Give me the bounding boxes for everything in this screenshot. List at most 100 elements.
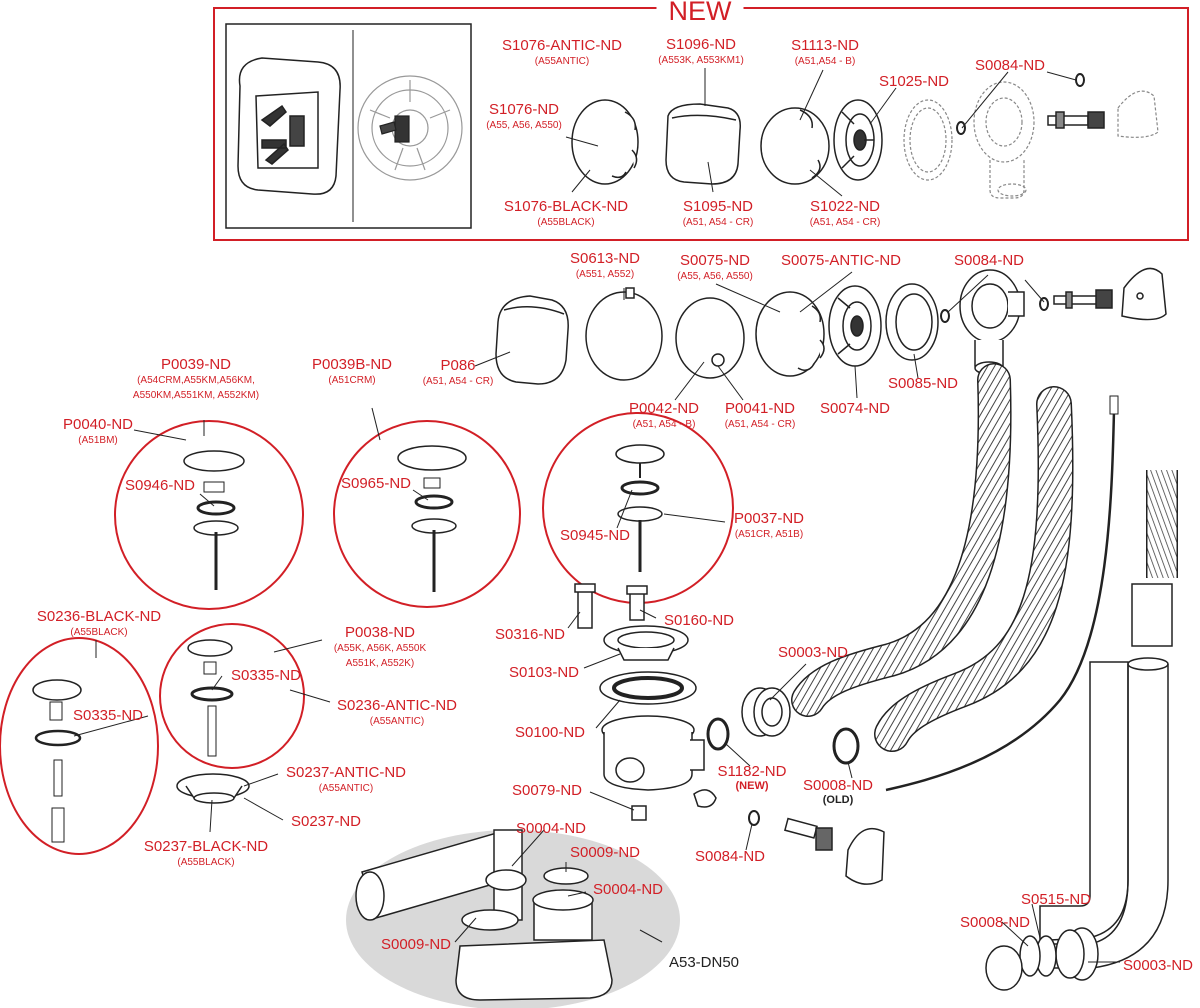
label-s0079: S0079-ND [511, 782, 583, 799]
new-banner: NEW [656, 0, 744, 27]
part-dashed-plate-top [1117, 90, 1159, 138]
label-s1022: S1022-ND [809, 198, 881, 215]
label-p0039: P0039-ND [160, 356, 232, 373]
label-s0335-a: S0335-ND [230, 667, 302, 684]
sub-s0236-antic: (A55ANTIC) [369, 716, 425, 727]
part-s0085-gasket [885, 283, 939, 361]
sub-p0039b: (A51CRM) [328, 375, 376, 386]
sub-p0040: (A51BM) [78, 435, 118, 446]
label-s1076-black: S1076-BLACK-ND [503, 198, 629, 215]
part-s0103-flange [603, 625, 689, 661]
part-dashed-overflow-body [973, 81, 1035, 199]
label-s0100: S0100-ND [514, 724, 586, 741]
note-s1182: (NEW) [735, 780, 769, 792]
part-s0084-small-ring-low [748, 810, 760, 826]
part-s0008-ring [832, 727, 860, 765]
part-screws [574, 583, 648, 629]
sub-p0041: (A51, A54 - CR) [724, 419, 796, 430]
label-s0237-black: S0237-BLACK-ND [143, 838, 269, 855]
circle-p0038 [159, 623, 305, 769]
label-s0237-antic: S0237-ANTIC-ND [285, 764, 407, 781]
sub-p086: (A51, A54 - CR) [422, 376, 494, 387]
part-clip [693, 789, 717, 808]
part-s1182-ring [706, 717, 730, 751]
label-s0160: S0160-ND [663, 612, 735, 629]
inset-square-cap [237, 57, 341, 195]
sub-s1076-black: (A55BLACK) [537, 217, 595, 228]
sub-s0075: (A55, A56, A550) [677, 271, 753, 282]
label-s0515: S0515-ND [1020, 891, 1092, 908]
label-s0009-a: S0009-ND [569, 844, 641, 861]
sub-s1022: (A51, A54 - CR) [809, 217, 881, 228]
label-s0074: S0074-ND [819, 400, 891, 417]
label-s0316: S0316-ND [494, 626, 566, 643]
label-p0042: P0042-ND [628, 400, 700, 417]
label-a53: A53-DN50 [668, 954, 740, 971]
label-s0237: S0237-ND [290, 813, 362, 830]
note-s0008-a: (OLD) [822, 794, 854, 806]
part-cover-plate [845, 827, 885, 885]
part-s1113-knob [760, 107, 830, 185]
part-s0084-small-ring-mid [940, 297, 1049, 323]
circle-p0037 [542, 412, 734, 604]
circle-s0236-black [0, 637, 159, 855]
sub-s0613: (A551, A552) [575, 269, 635, 280]
part-p0042-knob [675, 297, 745, 379]
label-s0335-b: S0335-ND [72, 707, 144, 724]
sub-s0237-black: (A55BLACK) [177, 857, 235, 868]
label-p0037: P0037-ND [733, 510, 805, 527]
circle-p0040 [114, 420, 304, 610]
part-bottom-nuts [985, 927, 1099, 991]
label-s0004-b: S0004-ND [592, 881, 664, 898]
label-s0009-b: S0009-ND [380, 936, 452, 953]
sub-p0039-b: A550KM,A551KM, A552KM) [132, 390, 260, 401]
sub-p0038-a: (A55K, A56K, A550K [333, 643, 427, 654]
label-p0040: P0040-ND [62, 416, 134, 433]
sub-s1096: (A553K, A553KM1) [658, 55, 744, 66]
part-spindle-mid [1053, 289, 1113, 309]
part-s0613-round-cap [585, 287, 663, 381]
part-s0075-knob [755, 291, 825, 377]
label-s0075-antic: S0075-ANTIC-ND [780, 252, 902, 269]
part-spindle-top [1047, 111, 1105, 129]
label-s1096: S1096-ND [665, 36, 737, 53]
sub-p0037: (A51CR, A51B) [734, 529, 804, 540]
label-s1025: S1025-ND [878, 73, 950, 90]
label-s0003-a: S0003-ND [777, 644, 849, 661]
sub-p0038-b: A551K, A552K) [345, 658, 415, 669]
sub-p0039-a: (A54CRM,A55KM,A56KM, [137, 375, 255, 386]
part-p086-square-cap [495, 295, 569, 385]
label-s0008-a: S0008-ND [802, 777, 874, 794]
label-s0084-low: S0084-ND [694, 848, 766, 865]
label-s0084-top: S0084-ND [974, 57, 1046, 74]
part-s0003-nut [741, 687, 791, 737]
label-s1076: S1076-ND [488, 101, 560, 118]
sub-s1076-antic: (A55ANTIC) [534, 56, 590, 67]
sub-s0236-black: (A55BLACK) [70, 627, 128, 638]
label-p086: P086 [440, 357, 476, 374]
label-p0039b: P0039B-ND [311, 356, 393, 373]
part-mount-plate [1121, 267, 1167, 321]
label-s1182: S1182-ND [717, 763, 787, 780]
inset-round-mechanism [357, 75, 463, 181]
label-s0084-mid: S0084-ND [953, 252, 1025, 269]
sub-s1113: (A51,A54 - B) [794, 56, 856, 67]
part-s0074-rosette [828, 285, 882, 367]
label-s1095: S1095-ND [682, 198, 754, 215]
label-s0236-black: S0236-BLACK-ND [36, 608, 162, 625]
part-s1025-rosette [833, 99, 883, 181]
part-s0079-cap [631, 805, 647, 821]
part-s1076-knob [571, 99, 639, 185]
part-dashed-gasket [903, 99, 953, 181]
label-s0085: S0085-ND [887, 375, 959, 392]
label-p0038: P0038-ND [344, 624, 416, 641]
label-s0008-b: S0008-ND [959, 914, 1031, 931]
label-s0003-b: S0003-ND [1122, 957, 1194, 974]
label-s0075: S0075-ND [679, 252, 751, 269]
part-s0100-body [599, 671, 705, 791]
leader-lines [73, 68, 1120, 963]
sub-s0237-antic: (A55ANTIC) [318, 783, 374, 794]
label-s0965: S0965-ND [340, 475, 412, 492]
label-s0613: S0613-ND [569, 250, 641, 267]
